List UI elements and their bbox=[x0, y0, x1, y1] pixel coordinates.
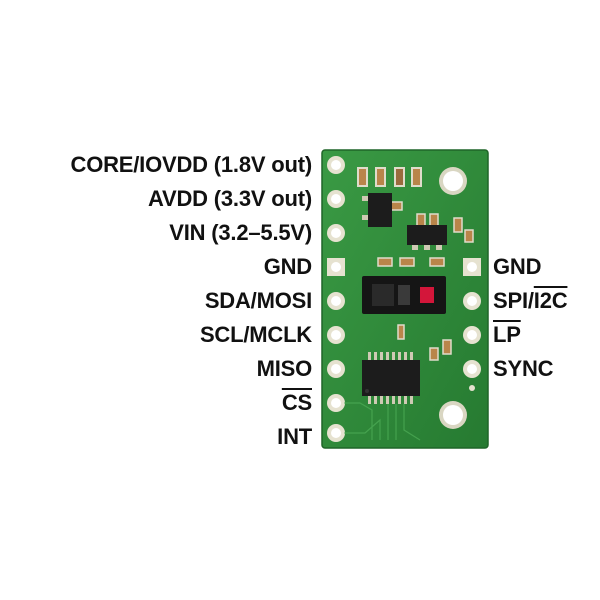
pad-scl-mclk bbox=[327, 326, 345, 344]
pin-label-spi-text: SPI/ bbox=[493, 288, 534, 313]
pin-label-gnd-left: GND bbox=[263, 254, 312, 279]
right-pin-pads bbox=[463, 258, 481, 391]
pad-sync bbox=[463, 360, 481, 378]
pin-label-avdd: AVDD (3.3V out) bbox=[147, 186, 312, 211]
pad-core-iovdd bbox=[327, 156, 345, 174]
regulator-chip-1 bbox=[362, 193, 392, 227]
pin-label-spi-i2c: SPI/I2C bbox=[493, 288, 568, 314]
pad-avdd bbox=[327, 190, 345, 208]
left-pin-pads bbox=[327, 156, 345, 442]
pressure-sensor bbox=[362, 276, 446, 314]
pad-vin bbox=[327, 224, 345, 242]
pin-label-i2c-overline: I2C bbox=[533, 288, 568, 313]
pin-label-lp-overline: LP bbox=[493, 322, 521, 347]
pin-label-miso: MISO bbox=[256, 356, 313, 381]
pad-gnd-left bbox=[327, 258, 345, 276]
mounting-hole-bottom bbox=[439, 401, 467, 429]
pin-label-scl-mclk: SCL/MCLK bbox=[199, 322, 312, 347]
pad-spi-i2c bbox=[463, 292, 481, 310]
pad-lp bbox=[463, 326, 481, 344]
mounting-hole-top bbox=[439, 167, 467, 195]
pad-gnd-right bbox=[463, 258, 481, 276]
pad-miso bbox=[327, 360, 345, 378]
pin-label-vin: VIN (3.2–5.5V) bbox=[169, 220, 312, 245]
pin-label-cs: CS bbox=[282, 390, 312, 416]
regulator-chip-2 bbox=[407, 225, 447, 250]
main-ic bbox=[362, 352, 420, 404]
pin-label-sda-mosi: SDA/MOSI bbox=[204, 288, 312, 313]
pin-label-gnd-right: GND bbox=[493, 254, 542, 279]
pin-label-int: INT bbox=[277, 424, 312, 449]
pad-cs bbox=[327, 394, 345, 412]
pad-int bbox=[327, 424, 345, 442]
pin-label-cs-overline: CS bbox=[281, 390, 312, 415]
pin-label-lp: LP bbox=[493, 322, 521, 348]
pin-label-sync: SYNC bbox=[493, 356, 554, 381]
pcb-traces bbox=[344, 402, 421, 441]
smd-passives bbox=[357, 167, 474, 361]
pad-sda-mosi bbox=[327, 292, 345, 310]
pin-label-core-iovdd: CORE/IOVDD (1.8V out) bbox=[70, 152, 313, 177]
